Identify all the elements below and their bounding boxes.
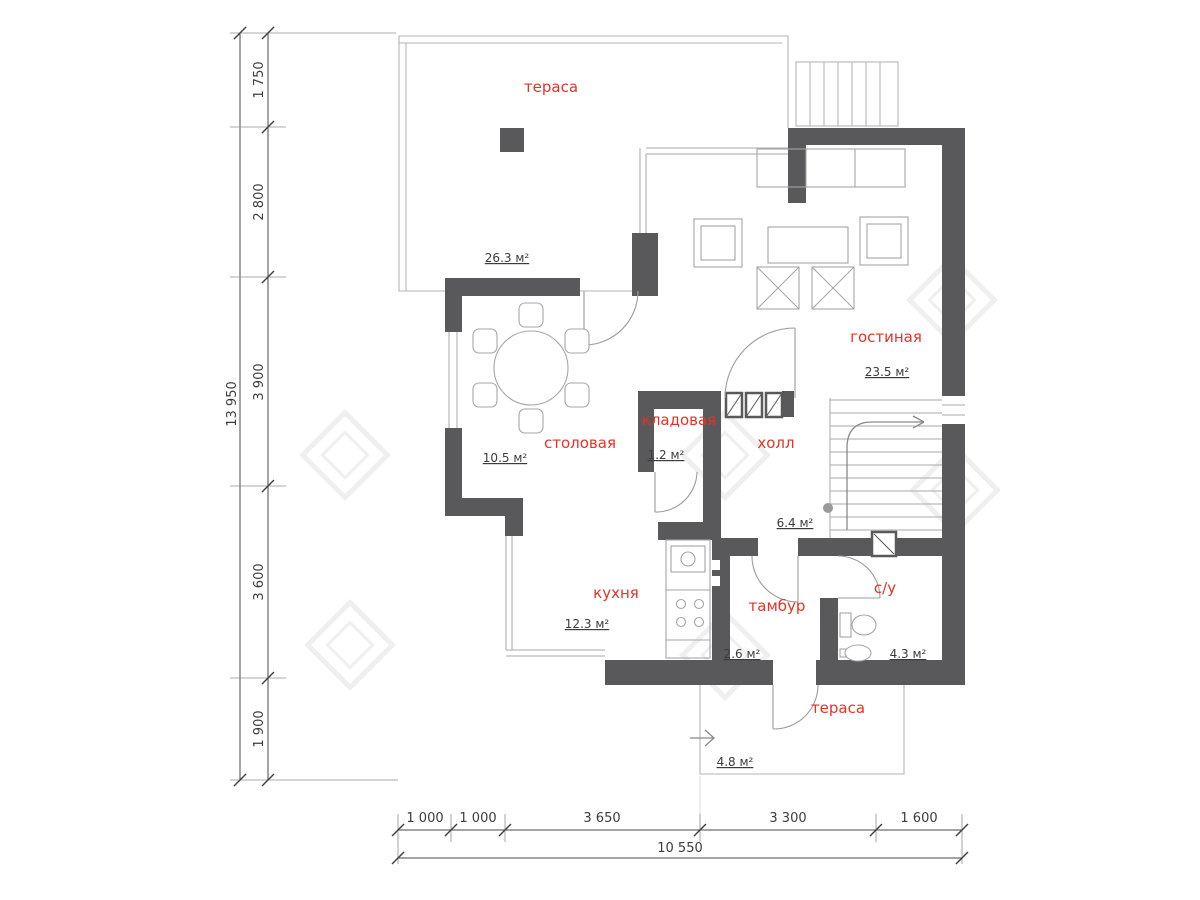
dim-left-5: 1 900 [252,710,267,747]
room-label-terrace-top: тераса [524,78,578,96]
area-labels: 26.3 м² 23.5 м² 10.5 м² 1.2 м² 6.4 м² 12… [483,251,927,769]
stairs-marker-dot [823,503,833,513]
glazing-lines [448,147,788,657]
room-label-terrace-bottom: тераса [811,699,865,717]
dim-bottom-5: 1 600 [900,811,937,826]
entrance-arrow [690,729,715,747]
dim-bottom-4: 3 300 [769,811,806,826]
staircase [823,398,942,538]
armchair [859,216,909,266]
area-dining: 10.5 м² [483,451,528,465]
dim-left-1: 1 750 [252,61,267,98]
dining-table [493,330,569,406]
windows [724,391,965,558]
area-hall: 6.4 м² [777,516,814,530]
terrace-column [500,128,524,152]
room-label-bathroom: с/у [874,579,896,597]
area-pantry: 1.2 м² [648,448,685,462]
dim-left-2: 2 800 [252,183,267,220]
doors [583,290,881,730]
area-kitchen: 12.3 м² [565,617,610,631]
area-terrace-bottom: 4.8 м² [717,755,754,769]
room-label-kitchen: кухня [593,584,639,602]
dimension-lines [230,26,969,865]
dim-bottom-total: 10 550 [657,841,703,856]
dim-bottom-1: 1 000 [406,811,443,826]
room-label-pantry: кладовая [642,411,716,429]
dim-bottom-2: 1 000 [459,811,496,826]
room-label-living: гостиная [850,328,922,346]
room-label-vestibule: тамбур [749,597,806,615]
dim-left-4: 3 600 [252,563,267,600]
toilet [839,612,852,638]
kitchen-counter [665,539,711,659]
armchair [693,218,743,268]
area-vestibule: 2.6 м² [724,647,761,661]
room-label-dining: столовая [544,434,616,452]
coffee-table [767,226,849,264]
sofa [756,148,906,188]
stairs-direction-arrow [846,421,924,530]
kitchen-sink [670,545,706,573]
dim-left-total: 13 950 [225,381,240,427]
room-label-hall: холл [757,434,794,452]
area-terrace-top: 26.3 м² [485,251,530,265]
walls [445,128,965,685]
room-labels: тераса гостиная столовая кладовая холл к… [524,78,922,717]
area-bathroom: 4.3 м² [890,647,927,661]
furniture [472,148,909,662]
dim-bottom-3: 3 650 [583,811,620,826]
dimension-labels: 1 750 2 800 3 900 3 600 1 900 13 950 1 0… [225,61,938,856]
terrace-outlines [398,35,905,775]
pouf [756,266,800,310]
dim-left-3: 3 900 [252,363,267,400]
right-wall-window [942,396,965,424]
area-living: 23.5 м² [865,365,910,379]
pouf [811,266,855,310]
